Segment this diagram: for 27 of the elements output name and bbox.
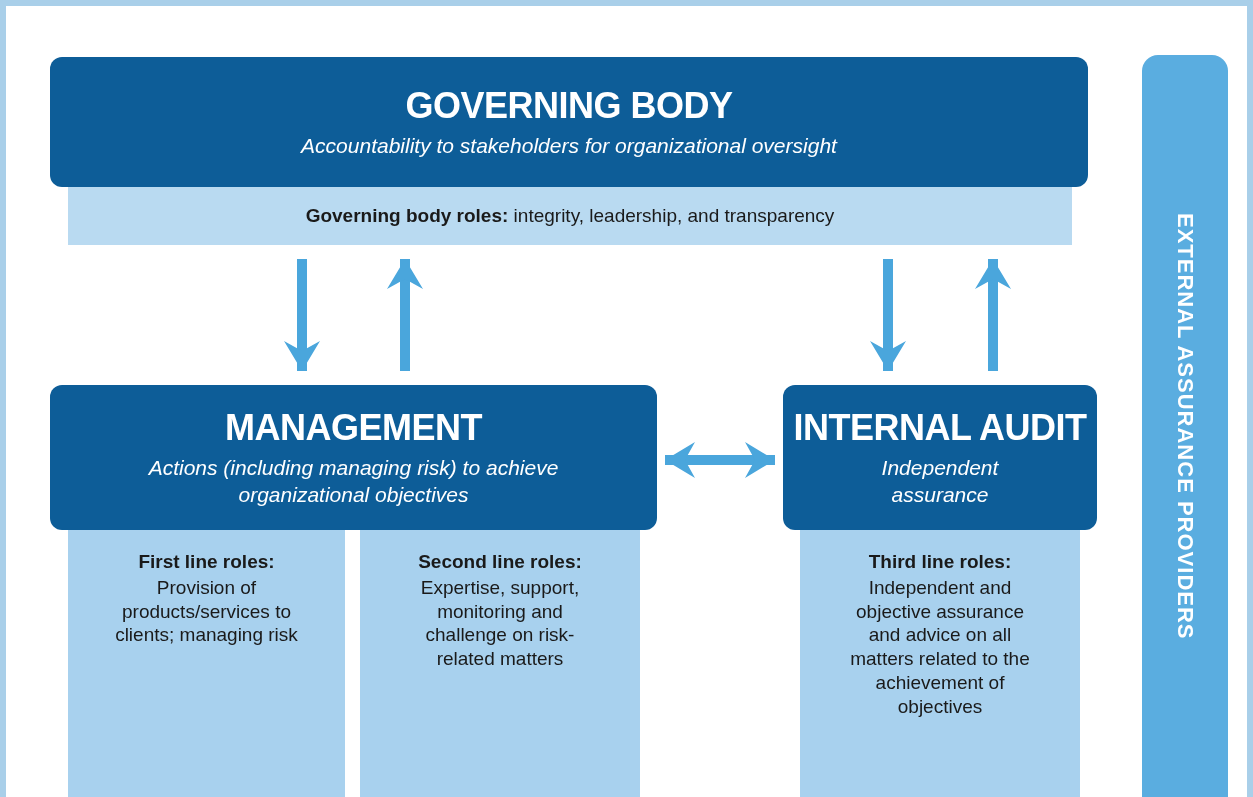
roles-column	[800, 530, 1080, 797]
roles-band	[68, 187, 1072, 245]
heading: MANAGEMENT	[225, 407, 482, 450]
subtitle: Actions (including managing risk) to achieve organizational objectives	[147, 455, 560, 508]
description: Governing body roles: integrity, leadership, and transparency	[305, 205, 835, 227]
title-box	[783, 385, 1097, 530]
heading: Second line roles:	[418, 550, 582, 574]
roles-column	[360, 530, 640, 797]
arrow	[975, 259, 1011, 371]
arrow	[870, 259, 906, 371]
description: Expertise, support, monitoring and challenge on risk-related matters	[419, 575, 581, 671]
side-band	[1142, 55, 1228, 797]
subtitle: Accountability to stakeholders for organizational oversight	[301, 132, 837, 159]
vertical-label: EXTERNAL ASSURANCE PROVIDERS	[1172, 212, 1198, 640]
description: Provision of products/services to clients; managing risk	[114, 575, 299, 647]
roles-column	[68, 530, 345, 797]
heading: GOVERNING BODY	[405, 84, 733, 127]
arrow	[387, 259, 423, 371]
title-box	[50, 385, 657, 530]
description: Independent and objective assurance and advice on all matters related to the achievement of objectives	[849, 575, 1031, 719]
heading: INTERNAL AUDIT	[793, 407, 1087, 450]
arrow	[284, 259, 320, 371]
subtitle: Independent assurance	[880, 455, 1000, 508]
title-box	[50, 57, 1088, 187]
arrow	[665, 442, 775, 478]
heading: Third line roles:	[868, 550, 1012, 574]
heading: First line roles:	[138, 550, 275, 574]
